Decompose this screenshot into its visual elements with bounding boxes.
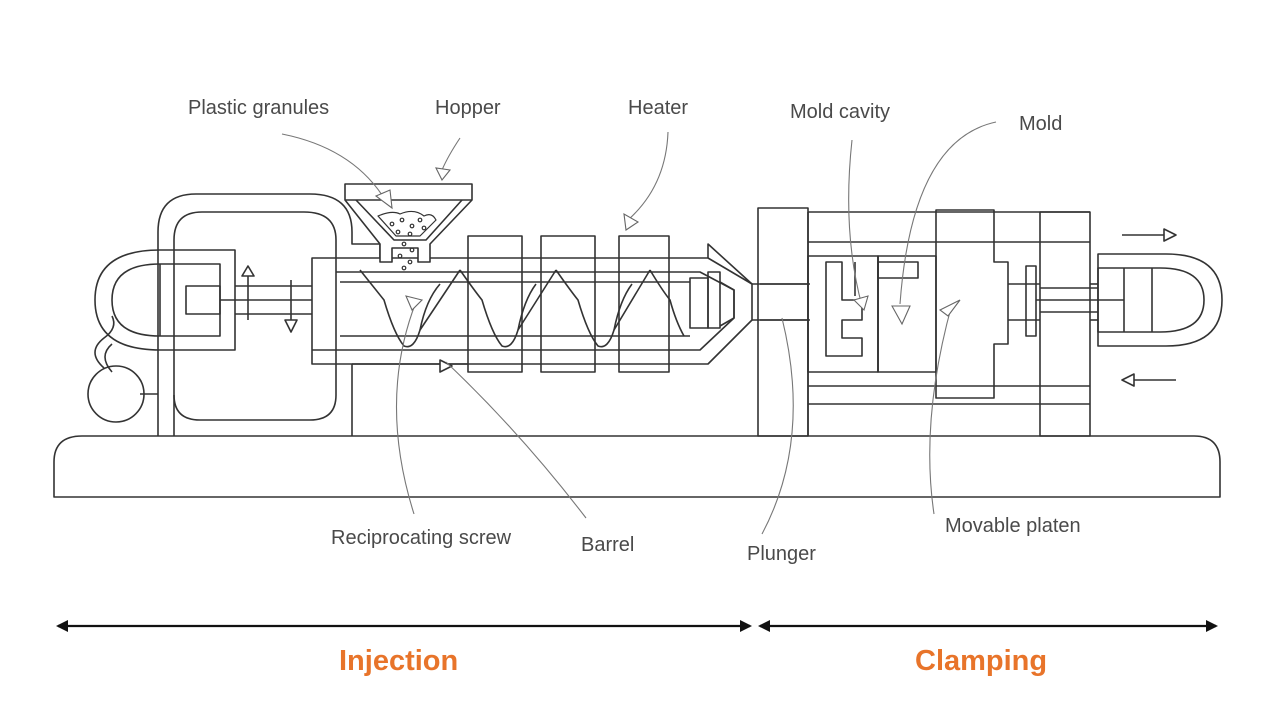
heater-band-3 — [618, 235, 670, 373]
label-mold: Mold — [1019, 113, 1063, 135]
label-plastic-granules: Plastic granules — [188, 97, 330, 119]
label-heater: Heater — [628, 97, 689, 119]
label-plunger: Plunger — [747, 543, 816, 565]
mold-fixed-half — [807, 255, 879, 373]
label-barrel: Barrel — [581, 534, 635, 556]
screw-flights — [359, 269, 685, 348]
rear-platen — [1039, 211, 1091, 437]
heater-band-1 — [467, 235, 523, 373]
heater-band-2 — [540, 235, 596, 373]
label-mold-cavity: Mold cavity — [790, 101, 891, 123]
label-reciprocating-screw: Reciprocating screw — [331, 527, 512, 549]
plastic-granules — [377, 210, 437, 271]
label-hopper: Hopper — [435, 97, 501, 119]
section-clamping: Clamping — [915, 645, 1048, 677]
injection-cylinder — [94, 249, 236, 351]
leader-lines — [281, 121, 997, 535]
pump — [87, 365, 145, 423]
machine-base — [53, 435, 1221, 498]
movable-platen — [935, 209, 1009, 399]
barrel — [311, 257, 753, 365]
hydraulic-frame — [157, 193, 380, 436]
section-injection: Injection — [339, 645, 459, 677]
clamp-cylinder — [1097, 253, 1223, 347]
label-movable-platen: Movable platen — [945, 515, 1081, 537]
